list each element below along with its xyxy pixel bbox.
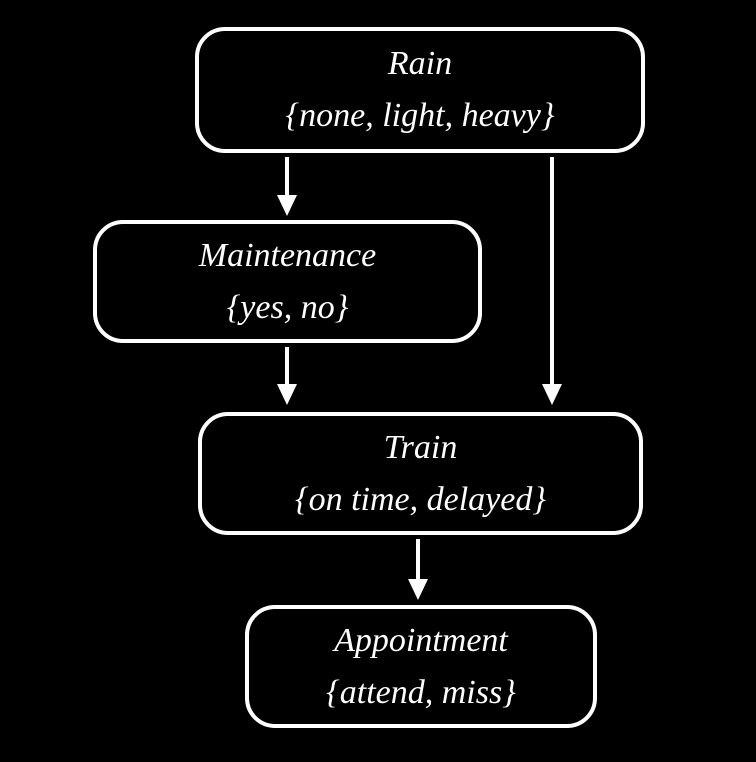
arrowhead-down-icon xyxy=(277,384,297,405)
edge-train-to-appointment-arrow xyxy=(408,539,428,600)
node-appointment-title: Appointment xyxy=(334,621,508,659)
edge-rain-to-train-arrow xyxy=(542,157,562,405)
edge-rain-to-maintenance-arrow xyxy=(277,157,297,216)
arrowhead-down-icon xyxy=(542,384,562,405)
node-maintenance-states: {yes, no} xyxy=(226,288,349,326)
node-appointment-states: {attend, miss} xyxy=(326,673,516,711)
arrow-shaft xyxy=(550,157,554,385)
node-rain-title: Rain xyxy=(387,45,453,82)
arrow-shaft xyxy=(416,539,420,580)
arrowhead-down-icon xyxy=(408,579,428,600)
node-appointment: Appointment {attend, miss} xyxy=(245,605,597,728)
arrowhead-down-icon xyxy=(277,195,297,216)
arrow-shaft xyxy=(285,157,289,196)
node-maintenance-title: Maintenance xyxy=(198,236,377,274)
node-train: Train {on time, delayed} xyxy=(198,412,643,535)
node-rain: Rain {none, light, heavy} xyxy=(195,27,645,153)
edge-maintenance-to-train-arrow xyxy=(277,347,297,405)
arrow-shaft xyxy=(285,347,289,385)
node-rain-states: {none, light, heavy} xyxy=(285,97,555,134)
node-train-title: Train xyxy=(383,428,458,466)
node-maintenance: Maintenance {yes, no} xyxy=(93,220,482,343)
node-train-states: {on time, delayed} xyxy=(295,480,546,518)
